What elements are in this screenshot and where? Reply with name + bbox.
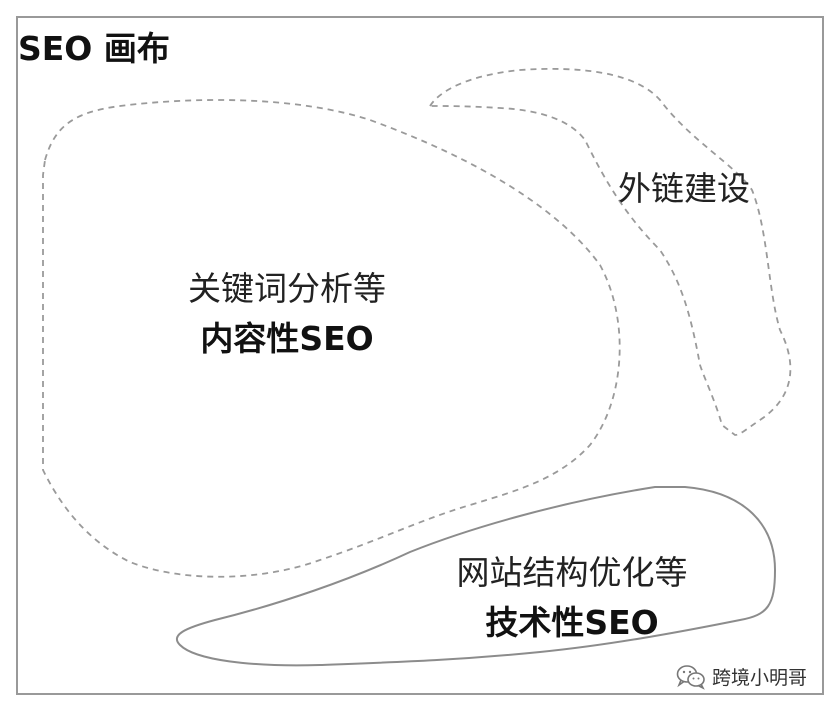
content-seo-region [42, 99, 621, 578]
technical-seo-region [176, 486, 777, 667]
watermark-text: 跨境小明哥 [712, 667, 808, 689]
technical-seo-name: 技术性SEO [485, 603, 659, 642]
content-seo-name: 内容性SEO [200, 319, 374, 358]
content-seo-subtitle: 关键词分析等 [188, 269, 386, 308]
technical-seo-subtitle: 网站结构优化等 [456, 553, 688, 592]
external-links-subtitle: 外链建设 [618, 169, 750, 208]
canvas-title: SEO 画布 [18, 29, 170, 68]
watermark: 跨境小明哥 [676, 663, 807, 690]
external-links-region [428, 68, 792, 436]
wechat-icon [676, 664, 705, 690]
canvas-frame [16, 16, 824, 695]
